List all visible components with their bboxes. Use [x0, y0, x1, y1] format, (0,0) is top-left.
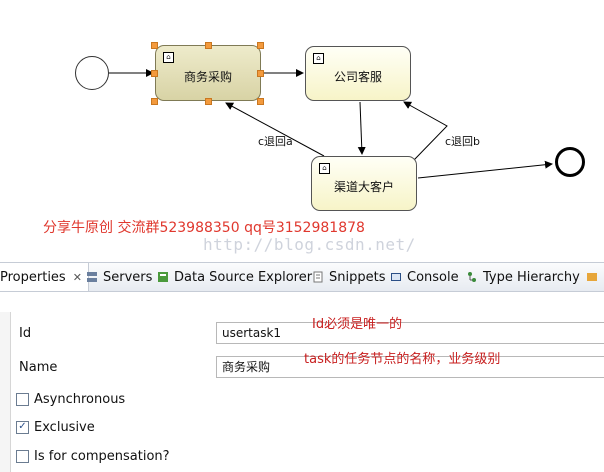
- name-annotation: task的任务节点的名称，业务级别: [304, 352, 501, 367]
- id-field[interactable]: usertask1: [216, 322, 604, 344]
- resize-handle[interactable]: [205, 98, 212, 105]
- resize-handle[interactable]: [257, 98, 264, 105]
- properties-side-tabs: [0, 312, 11, 472]
- task-key-accounts[interactable]: ⌂ 渠道大客户: [311, 156, 417, 211]
- watermark-url: http://blog.csdn.net/: [203, 235, 416, 254]
- start-event[interactable]: [75, 56, 109, 90]
- task-customer-service[interactable]: ⌂ 公司客服: [305, 46, 411, 101]
- resize-handle[interactable]: [151, 42, 158, 49]
- tab-type-hierarchy[interactable]: Type Hierarchy: [466, 263, 580, 291]
- exclusive-label: Exclusive: [34, 420, 95, 435]
- flow-return-a[interactable]: [225, 102, 325, 157]
- tab-snippets[interactable]: Snippets: [312, 263, 385, 291]
- flow-task3-to-end[interactable]: [417, 160, 553, 179]
- edge-label-return-b: c退回b: [445, 135, 481, 148]
- asynchronous-checkbox[interactable]: [16, 393, 29, 406]
- user-task-icon: ⌂: [163, 52, 174, 63]
- tab-console[interactable]: Console: [390, 263, 459, 291]
- tab-servers[interactable]: Servers: [86, 263, 152, 291]
- flow-task2-to-task3[interactable]: [357, 101, 366, 155]
- edge-label-return-a: c退回a: [258, 135, 293, 148]
- servers-icon: [86, 271, 98, 283]
- resize-handle[interactable]: [151, 98, 158, 105]
- tab-label: Console: [407, 269, 459, 285]
- tab-properties[interactable]: Properties ✕: [0, 263, 89, 291]
- compensation-row[interactable]: Is for compensation?: [16, 449, 170, 464]
- id-label: Id: [19, 326, 32, 341]
- asynchronous-row[interactable]: Asynchronous: [16, 392, 125, 407]
- resize-handle[interactable]: [151, 70, 158, 77]
- asynchronous-label: Asynchronous: [34, 392, 126, 407]
- task-label: 公司客服: [333, 70, 382, 84]
- data-source-icon: [157, 271, 169, 283]
- name-label: Name: [19, 360, 58, 375]
- user-task-icon: ⌂: [319, 163, 330, 174]
- tab-label: Servers: [103, 269, 153, 285]
- user-task-icon: ⌂: [313, 53, 324, 64]
- properties-panel: Id usertask1 Name 商务采购 Asynchronous ✓ Ex…: [0, 292, 604, 472]
- id-annotation: Id必须是唯一的: [312, 317, 403, 332]
- tab-label: Data Source Explorer: [174, 269, 313, 285]
- task-label: 渠道大客户: [333, 180, 394, 194]
- exclusive-checkbox[interactable]: ✓: [16, 421, 29, 434]
- end-event[interactable]: [555, 147, 585, 177]
- type-hierarchy-icon: [466, 271, 478, 283]
- diagram-edges: [108, 69, 553, 179]
- compensation-checkbox[interactable]: [16, 450, 29, 463]
- task-label: 商务采购: [183, 69, 232, 84]
- resize-handle[interactable]: [205, 42, 212, 49]
- tab-label: Type Hierarchy: [483, 269, 580, 285]
- process-diagram[interactable]: ⌂ 商务采购 ⌂ 公司客服 ⌂ 渠道大客户 c退回a c退回b 分享牛原创 交流…: [0, 0, 604, 262]
- exclusive-row[interactable]: ✓ Exclusive: [16, 420, 95, 435]
- snippets-icon: [312, 271, 324, 283]
- watermark-text: 分享牛原创 交流群523988350 qq号3152981878: [43, 220, 365, 236]
- tab-label: Properties: [0, 269, 66, 285]
- overflow-tab-icon: [586, 271, 598, 283]
- resize-handle[interactable]: [257, 70, 264, 77]
- close-icon[interactable]: ✕: [72, 270, 82, 284]
- name-field[interactable]: 商务采购: [216, 356, 604, 378]
- compensation-label: Is for compensation?: [34, 449, 170, 464]
- tab-label: Snippets: [329, 269, 386, 285]
- view-tab-bar: Properties ✕ Servers Data Source Explore…: [0, 262, 604, 292]
- console-icon: [390, 271, 402, 283]
- flow-return-b[interactable]: [403, 101, 448, 161]
- task-procurement[interactable]: ⌂ 商务采购: [155, 45, 261, 101]
- resize-handle[interactable]: [257, 42, 264, 49]
- tab-overflow[interactable]: [586, 263, 603, 291]
- tab-data-source-explorer[interactable]: Data Source Explorer: [157, 263, 312, 291]
